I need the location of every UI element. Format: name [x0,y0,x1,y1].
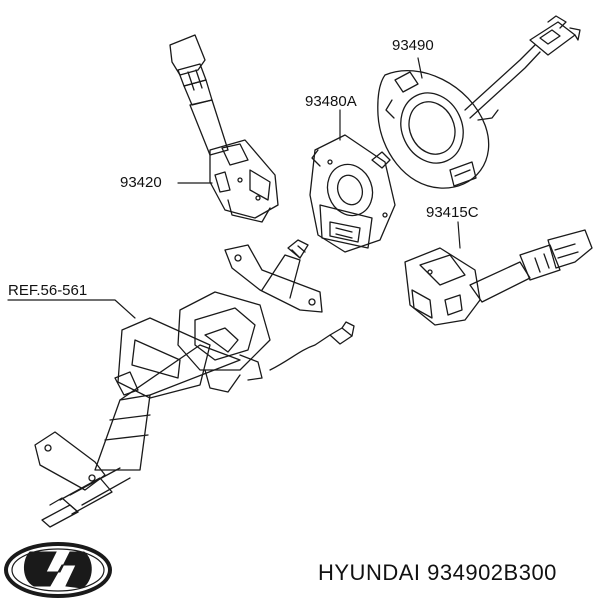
callout-ref: REF.56-561 [8,282,88,299]
brand-part-number: HYUNDAI 934902B300 [318,560,557,585]
leader-ref [7,299,136,319]
leader-93490 [417,57,423,79]
leader-93415c [457,221,461,249]
callout-93420: 93420 [120,174,162,191]
callout-93415c: 93415C [426,204,479,221]
part-93480a [309,134,396,253]
hyundai-logo-icon [4,542,112,598]
part-93415c [404,229,593,326]
callout-93480a: 93480A [305,93,357,110]
callout-93490: 93490 [392,37,434,54]
leader-lines [7,57,461,319]
steering-column [34,239,355,528]
part-93490 [377,15,581,189]
part-93420 [169,34,279,223]
